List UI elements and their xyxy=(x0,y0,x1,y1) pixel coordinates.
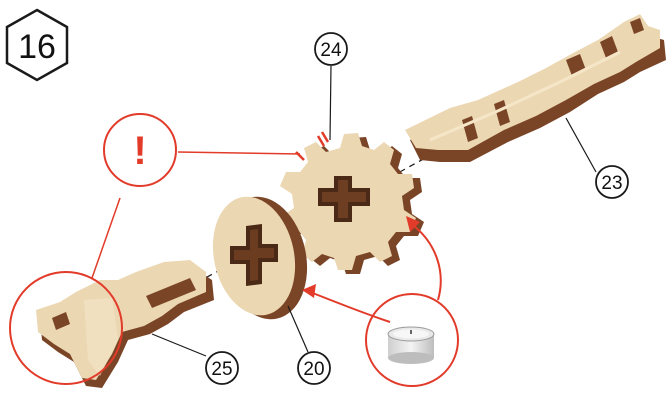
leader-25 xyxy=(152,334,206,356)
warning-exclamation: ! xyxy=(133,129,146,173)
callout-20: 20 xyxy=(298,352,330,384)
arrow-to-gear xyxy=(414,226,441,300)
leader-23 xyxy=(566,118,596,172)
callout-label-25: 25 xyxy=(211,359,232,380)
part-23-long-key xyxy=(405,14,666,162)
leader-20 xyxy=(288,306,308,352)
callout-24: 24 xyxy=(315,33,347,65)
leader-24 xyxy=(330,66,331,140)
arrow-to-disc xyxy=(310,292,390,322)
step-badge: 16 xyxy=(7,10,67,80)
warning-connector-gear xyxy=(178,152,300,154)
callout-label-20: 20 xyxy=(303,359,324,380)
tea-light-candle xyxy=(366,294,458,386)
callout-25: 25 xyxy=(206,352,238,384)
callout-label-23: 23 xyxy=(601,173,622,194)
callout-label-24: 24 xyxy=(320,40,342,61)
callout-23: 23 xyxy=(596,166,628,198)
part-25-short-key xyxy=(36,260,214,388)
step-number: 16 xyxy=(18,28,56,66)
warning-connector-key xyxy=(92,198,120,278)
